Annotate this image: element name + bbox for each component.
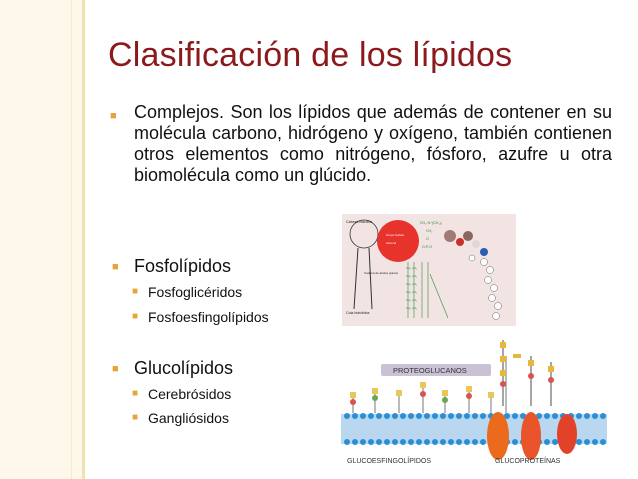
bullet-glucolipidos-text: Glucolípidos (134, 358, 234, 378)
slide-frame-left (0, 0, 82, 479)
bullet-complejos-text: Complejos. Son los lípidos que además de… (134, 102, 612, 185)
svg-text:CH₂ CH₂: CH₂ CH₂ (406, 266, 417, 270)
diagram1-label-4: Cadena de ácidos grasos (364, 271, 399, 275)
diagram1-label-1: Grupo fosfato (386, 233, 405, 237)
diagram2-label-2: GLUCOPROTEÍNAS (495, 456, 561, 465)
sub-bullet-fosfoesfingolipidos: ■ Fosfoesfingolípidos (132, 309, 269, 325)
bullet-marker-icon: ■ (110, 110, 117, 122)
svg-text:CH₂ CH₂: CH₂ CH₂ (406, 298, 417, 302)
svg-text:O: O (426, 237, 429, 241)
slide-title: Clasificación de los lípidos (108, 36, 513, 74)
slide-frame-line (71, 0, 72, 479)
sub-bullet-marker-icon: ■ (132, 388, 139, 399)
svg-text:CH₂ CH₂: CH₂ CH₂ (406, 290, 417, 294)
svg-text:CH₂ CH₂: CH₂ CH₂ (406, 306, 417, 310)
bullet-marker-icon: ■ (112, 261, 119, 273)
svg-text:O-P-O: O-P-O (422, 245, 432, 249)
membrane-glycolipid-diagram: PROTEOGLUCANOS (341, 336, 607, 470)
sub-bullet-fosfoesfingolipidos-text: Fosfoesfingolípidos (148, 309, 269, 325)
svg-text:CH₂-N⁺(CH₃)₃: CH₂-N⁺(CH₃)₃ (420, 221, 443, 225)
sub-bullet-cerebrosidos-text: Cerebrósidos (148, 386, 232, 402)
phospholipid-diagram: Cabeza hidrófila Grupo fosfato Glicerol … (342, 214, 516, 326)
sub-bullet-cerebrosidos: ■ Cerebrósidos (132, 386, 232, 402)
diagram1-label-3: Cola hidrófoba (346, 311, 369, 315)
sub-bullet-marker-icon: ■ (132, 311, 139, 322)
bullet-complejos: ■ Complejos. Son los lípidos que además … (110, 102, 612, 186)
sub-bullet-marker-icon: ■ (132, 286, 139, 297)
sub-bullet-gangliosidos: ■ Gangliósidos (132, 410, 229, 426)
svg-text:CH₂ CH₂: CH₂ CH₂ (406, 282, 417, 286)
diagram1-label-0: Cabeza hidrófila (346, 220, 372, 224)
svg-text:CH₂ CH₂: CH₂ CH₂ (406, 274, 417, 278)
bullet-glucolipidos: ■ Glucolípidos (112, 358, 234, 379)
sub-bullet-fosfogliceridos: ■ Fosfoglicéridos (132, 284, 243, 300)
bullet-marker-icon: ■ (112, 363, 119, 375)
slide-frame-border (82, 0, 85, 479)
bullet-fosfolipidos-text: Fosfolípidos (134, 256, 232, 276)
diagram2-label-1: GLUCOESFINGOLÍPIDOS (347, 456, 431, 465)
svg-text:CH₂: CH₂ (426, 229, 433, 233)
diagram1-label-2: Glicerol (386, 241, 397, 245)
sub-bullet-marker-icon: ■ (132, 412, 139, 423)
sub-bullet-gangliosidos-text: Gangliósidos (148, 410, 229, 426)
sub-bullet-fosfogliceridos-text: Fosfoglicéridos (148, 284, 243, 300)
bullet-fosfolipidos: ■ Fosfolípidos (112, 256, 232, 277)
diagram2-label-0: PROTEOGLUCANOS (393, 366, 467, 375)
